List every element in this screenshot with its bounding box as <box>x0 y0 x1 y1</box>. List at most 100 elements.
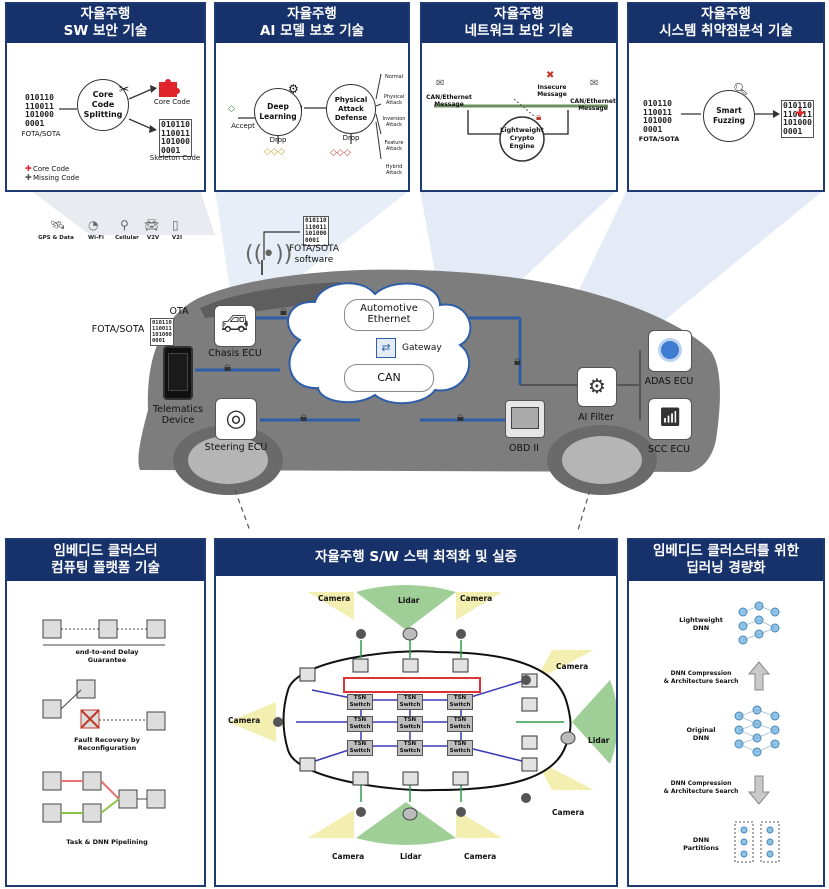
gateway-icon: ⇄ <box>376 338 396 358</box>
chassis-icon: 🚙︎ <box>221 312 249 337</box>
antenna-icon: ((•)) <box>245 242 293 267</box>
attack-type-physical: Physical Attack <box>383 94 405 106</box>
tsn-switch: TSN Switch <box>397 716 423 732</box>
cell-tower-icon: ⚲ <box>120 218 129 232</box>
steering-ecu-box: ◎ <box>215 398 257 440</box>
camera-sensor-icon <box>658 338 682 362</box>
ota-label: OTA <box>169 306 189 317</box>
attack-type-normal: Normal <box>384 74 404 80</box>
radar-signal-icon: 📶︎ <box>658 407 682 428</box>
lightweight-dnn-label: Lightweight DNN <box>679 616 723 632</box>
scissors-icon: ✂ <box>119 82 130 96</box>
tsn-switch: TSN Switch <box>397 740 423 756</box>
lidar-label-rear: Lidar <box>400 852 422 861</box>
panel-title: 임베디드 클러스터를 위한 딥러닝 경량화 <box>629 540 823 581</box>
panel-title: 자율주행 AI 모델 보호 기술 <box>216 4 408 43</box>
drop-label-1: Drop <box>269 136 287 144</box>
panel-network-security: 자율주행 네트워크 보안 기술 ✉ CAN/Ethernet Message ✖… <box>420 2 618 192</box>
core-code-splitting-node: Core Code Splitting <box>77 79 129 131</box>
chasis-ecu-label: Chasis ECU <box>208 348 262 359</box>
binary-code-left: 010110 110011 101000 0001 <box>643 99 672 134</box>
car-body <box>138 231 720 530</box>
gear-icon: ⚙ <box>288 82 299 96</box>
tsn-switch: TSN Switch <box>347 694 373 710</box>
automotive-ethernet-label: Automotive Ethernet <box>360 303 418 325</box>
lock-icon-ai-filter: 🔒︎ <box>514 354 521 369</box>
ai-filter-label: AI Filter <box>578 412 614 423</box>
connectivity-icons: 🛰︎ ◔ ⚲ 🚘︎ ▯ GPS & Data Wi-Fi Cellular V2… <box>38 218 198 244</box>
wifi-label: Wi-Fi <box>88 235 104 241</box>
adas-ecu-label: ADAS ECU <box>644 376 694 387</box>
panel-ai-protection: 자율주행 AI 모델 보호 기술 Deep Learning ⚙ Physica… <box>214 2 410 192</box>
vehicle-network-diagram <box>228 585 616 845</box>
telematics-phone-icon <box>163 346 193 400</box>
v2i-label: V2I <box>171 235 183 241</box>
fota-software-label: FOTA/SOTA software <box>288 244 339 265</box>
message-envelope-icon-right: ✉ <box>590 78 599 89</box>
attack-type-feature: Feature Attack <box>384 140 404 152</box>
obd-icon <box>505 400 545 438</box>
tsn-switch: TSN Switch <box>397 694 423 710</box>
camera-label-rear-right: Camera <box>464 852 497 861</box>
skeleton-code-label: Skeleton Code <box>149 154 201 162</box>
ai-chip-icon: ⚙ <box>588 374 606 398</box>
lidar-label-front: Lidar <box>398 596 420 605</box>
panel-cluster-platform: 임베디드 클러스터 컴퓨팅 플랫폼 기술 end-to-end Delay Gu… <box>5 538 206 887</box>
panel-stack-optimization: 자율주행 S/W 스택 최적화 및 실증 <box>214 538 618 887</box>
ai-filter-box: ⚙ <box>577 367 617 407</box>
panel-title: 임베디드 클러스터 컴퓨팅 플랫폼 기술 <box>7 540 204 581</box>
insecure-message-icon: ✖ <box>546 70 555 81</box>
dnn-partitions-label: DNN Partitions <box>683 836 719 852</box>
tsn-switch: TSN Switch <box>447 716 473 732</box>
camera-label-left: Camera <box>228 716 261 725</box>
legend-missing-label: Missing Code <box>33 174 80 182</box>
steering-wheel-icon: ◎ <box>225 404 247 432</box>
binary-code: 010110 110011 101000 0001 <box>25 93 54 128</box>
tsn-switch: TSN Switch <box>347 716 373 732</box>
gateway-label: Gateway <box>402 343 442 353</box>
scc-ecu-label: SCC ECU <box>648 444 690 455</box>
accept-label: Accept <box>231 122 255 130</box>
core-code-puzzle-icon <box>159 79 180 97</box>
wifi-icon: ◔ <box>88 218 99 232</box>
core-code-label: Core Code <box>153 98 191 106</box>
compression-down-label: DNN Compression & Architecture Search <box>663 780 739 795</box>
automotive-ethernet-box: Automotive Ethernet <box>344 299 434 331</box>
legend-core-swatch: ✚ <box>25 164 32 173</box>
can-box: CAN <box>344 364 434 392</box>
camera-label-front-right: Camera <box>460 594 493 603</box>
lock-icon-chasis: 🔒︎ <box>280 304 287 319</box>
lock-icon-telematics: 🔒︎ <box>224 360 231 375</box>
cellular-label: Cellular <box>115 235 139 241</box>
camera-label-front-left: Camera <box>318 594 351 603</box>
fota-left-label: FOTA/SOTA <box>91 324 145 335</box>
panel-sw-security: 자율주행 SW 보안 기술 010110 110011 101000 0001 … <box>5 2 206 192</box>
network-diagram <box>434 98 608 162</box>
chasis-ecu-box: 🚙︎ <box>214 305 256 347</box>
lock-icon-obd: 🔒︎ <box>457 410 464 425</box>
panel-title: 자율주행 S/W 스택 최적화 및 실증 <box>216 540 616 576</box>
attack-type-hybrid: Hybrid Attack <box>385 164 403 176</box>
camera-label-right-top: Camera <box>556 662 589 671</box>
adas-ecu-box <box>648 330 692 372</box>
message-envelope-icon-left: ✉ <box>436 78 445 89</box>
physical-attack-defense-node: Physical Attack Defense <box>326 84 376 134</box>
smart-fuzzing-node: Smart Fuzzing <box>703 90 755 142</box>
camera-label-rear-left: Camera <box>332 852 365 861</box>
gps-data-label: GPS & Data <box>38 235 74 241</box>
original-dnn-label: Original DNN <box>686 726 716 742</box>
can-label: CAN <box>377 371 401 384</box>
steering-ecu-label: Steering ECU <box>204 442 268 453</box>
car-v2v-icon: 🚘︎ <box>144 218 160 232</box>
delay-guarantee-label: end-to-end Delay Guarantee <box>75 648 139 664</box>
traffic-light-icon: ▯ <box>172 218 179 232</box>
deep-learning-node: Deep Learning <box>254 88 302 136</box>
legend-core-label: Core Code <box>33 165 70 173</box>
can-ethernet-right-label: CAN/Ethernet Message <box>570 98 616 112</box>
cluster-diagram <box>42 619 166 823</box>
tsn-switch: TSN Switch <box>447 740 473 756</box>
tsn-switch: TSN Switch <box>347 740 373 756</box>
skeleton-binary: 010110 110011 101000 0001 <box>159 119 192 157</box>
panel-title: 자율주행 네트워크 보안 기술 <box>422 4 616 43</box>
binary-code-right: 010110 110011 101000 0001 <box>781 100 814 138</box>
